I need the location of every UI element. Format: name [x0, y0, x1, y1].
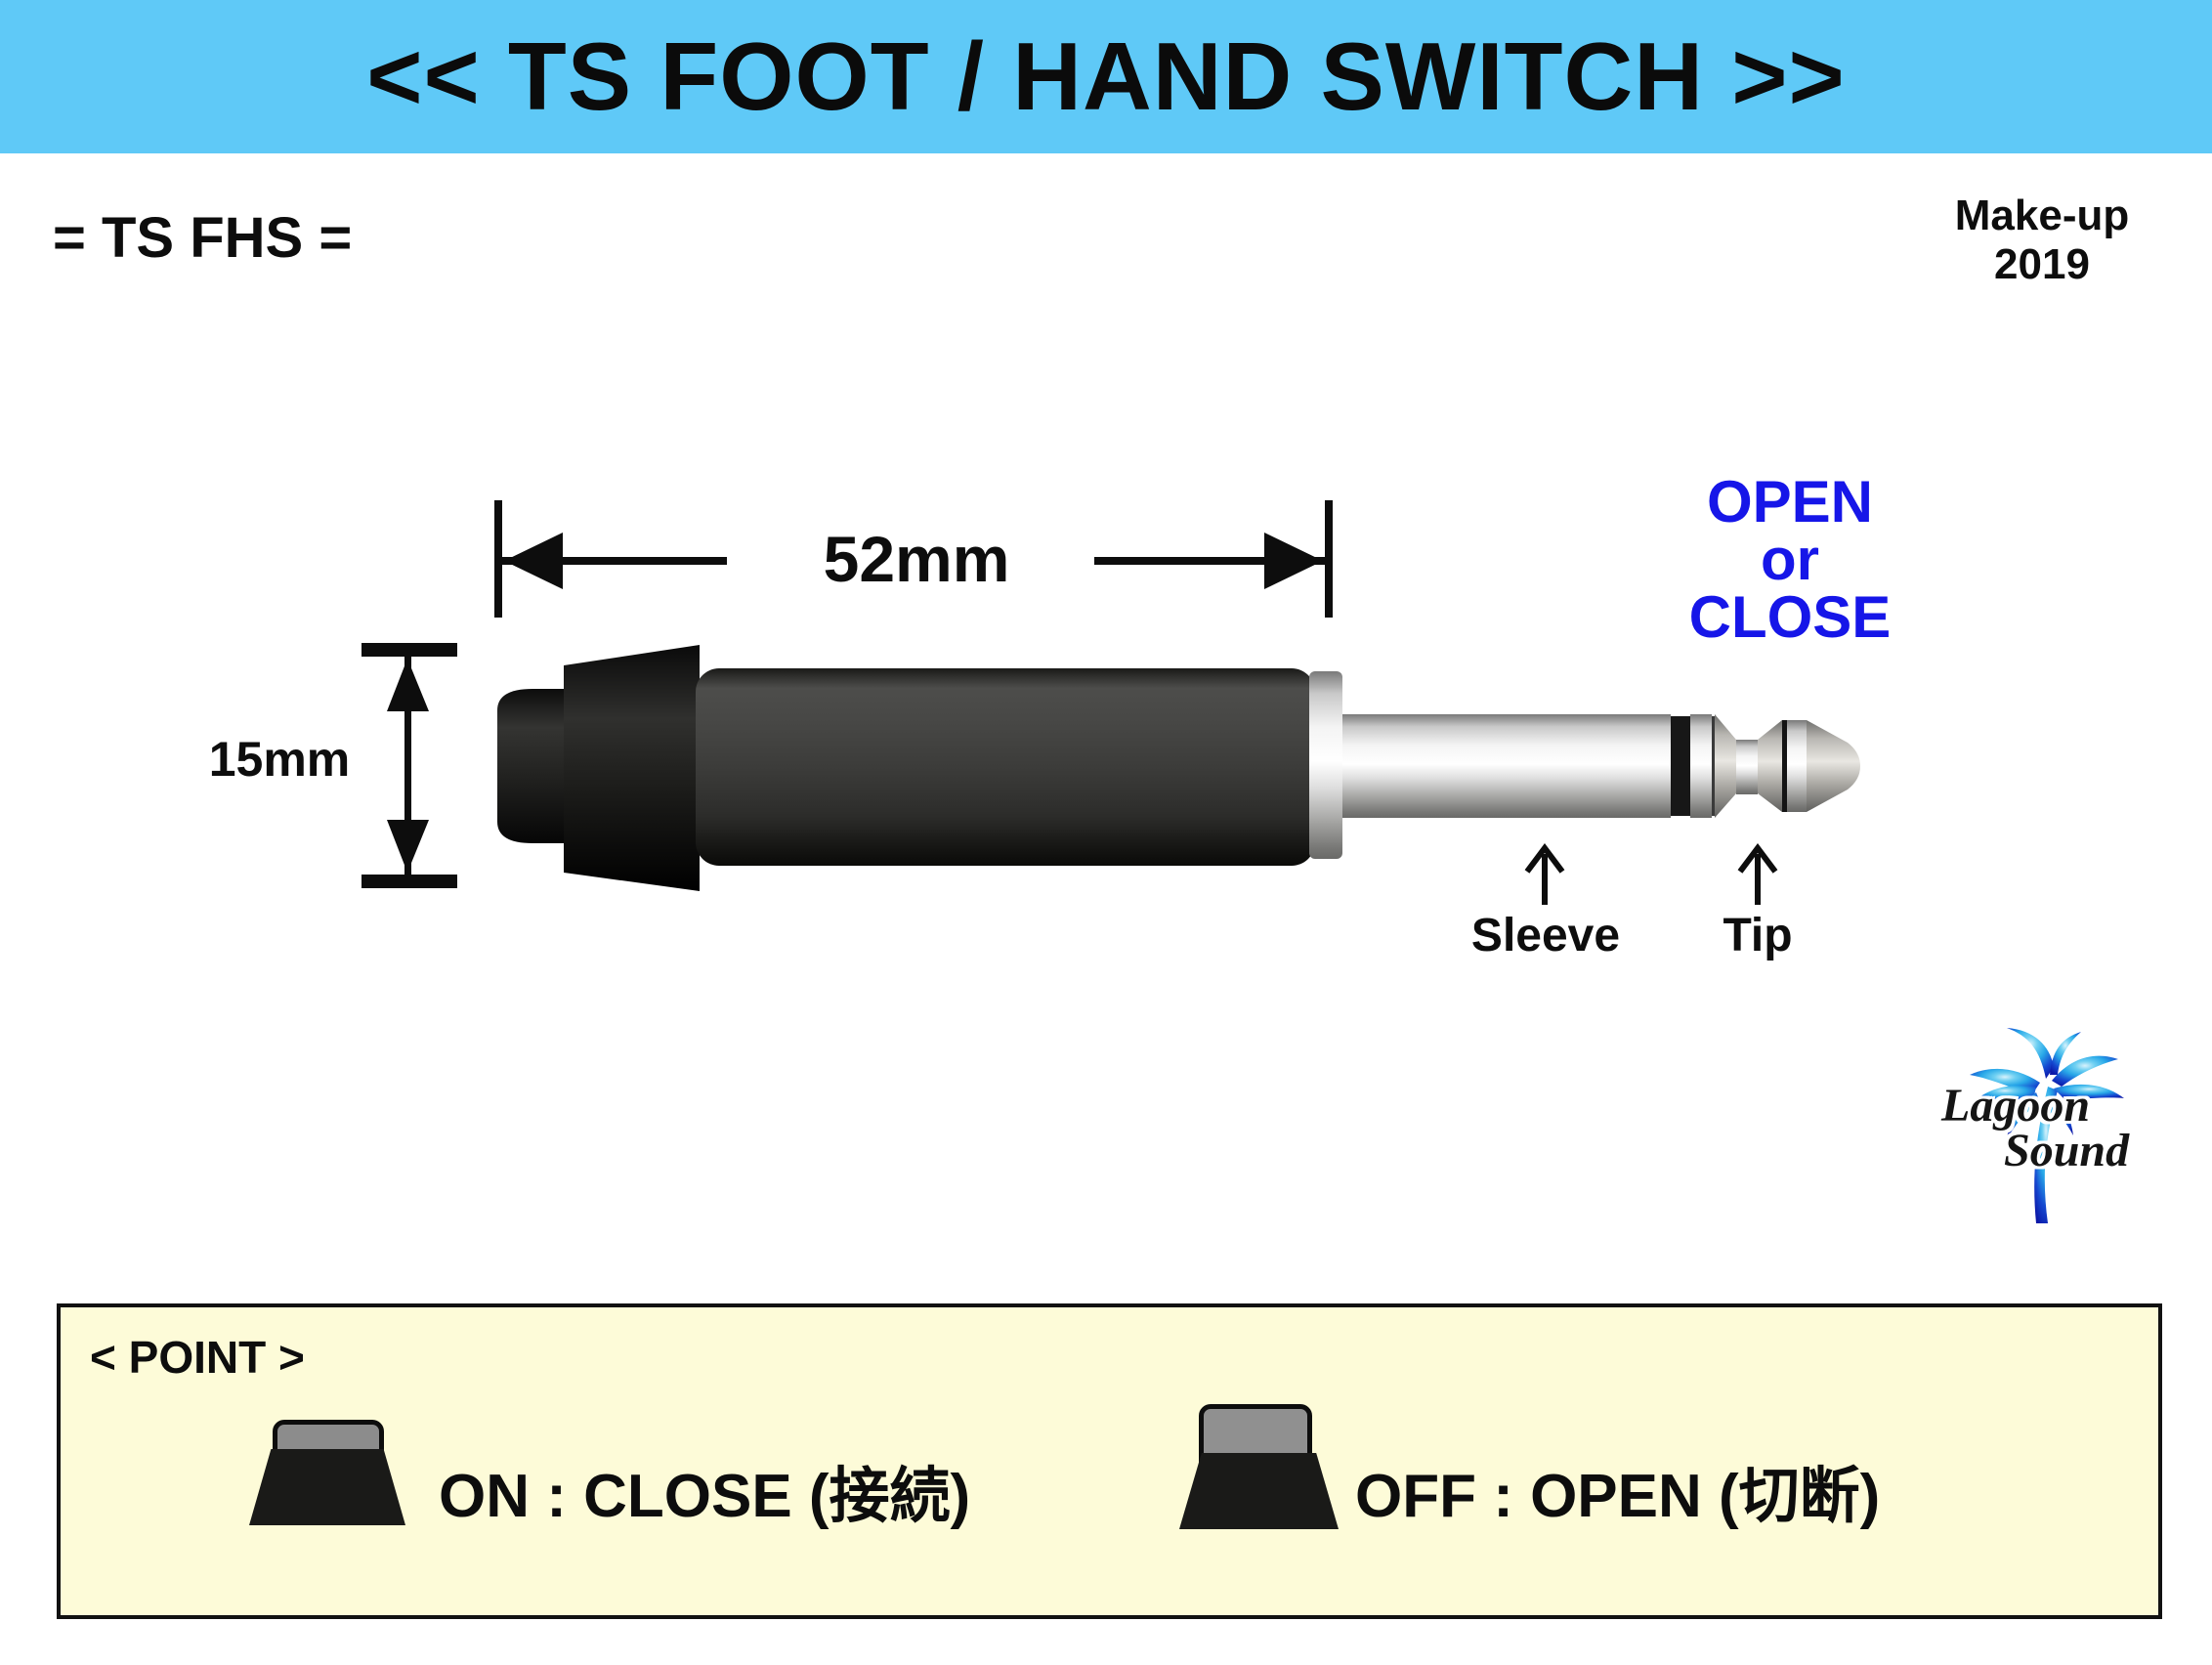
dim-line-vertical — [404, 657, 411, 875]
tip-pointer-arrow-icon — [1737, 843, 1778, 905]
title-banner: << TS FOOT / HAND SWITCH >> — [0, 0, 2212, 153]
sleeve-pointer-arrow-icon — [1524, 843, 1565, 905]
dim-tick-left — [494, 500, 502, 618]
ts-plug-body — [497, 645, 1860, 891]
off-open-label: OFF : OPEN (切断) — [1355, 1463, 1881, 1530]
dim-cap-bottom — [362, 875, 457, 888]
barrel — [696, 668, 1315, 866]
dim-arrowhead-down — [387, 820, 429, 873]
tip-groove — [1782, 720, 1787, 812]
dim-line-left — [502, 557, 727, 565]
length-dimension — [494, 500, 1333, 618]
tip-band — [1787, 720, 1807, 812]
switch-released-icon — [1179, 1404, 1339, 1529]
point-heading: < POINT > — [90, 1332, 305, 1383]
insulator-ring — [1671, 716, 1690, 816]
tip-cone — [1807, 720, 1860, 812]
tip-flare — [1758, 720, 1782, 812]
dim-arrowhead-up — [387, 659, 429, 711]
lagoon-sound-logo: Lagoon Sound — [1930, 1016, 2154, 1231]
dim-tick-right — [1325, 500, 1333, 618]
sleeve-shaft — [1342, 714, 1671, 818]
palm-tree-icon — [1970, 1028, 2124, 1223]
neck — [1736, 740, 1758, 794]
ring-groove — [1712, 716, 1715, 816]
dim-arrowhead-left — [504, 533, 563, 589]
logo-text-lagoon: Lagoon — [1941, 1080, 2091, 1131]
page-title: << TS FOOT / HAND SWITCH >> — [366, 22, 1846, 130]
logo-text-sound: Sound — [2004, 1125, 2130, 1176]
state-line-open: OPEN — [1706, 469, 1874, 534]
makeup-note: Make-up 2019 — [1905, 192, 2179, 289]
dim-cap-top — [362, 643, 457, 657]
sleeve-label: Sleeve — [1470, 910, 1621, 961]
switch-pressed-base — [249, 1449, 405, 1525]
makeup-line2: 2019 — [1994, 240, 2090, 288]
switch-pressed-icon — [249, 1420, 408, 1540]
makeup-line1: Make-up — [1954, 192, 2130, 239]
chrome-collar — [1309, 671, 1342, 859]
state-line-close: CLOSE — [1688, 584, 1892, 650]
state-line-or: or — [1761, 527, 1819, 592]
dim-arrowhead-right — [1264, 533, 1323, 589]
model-code: = TS FHS = — [53, 206, 353, 270]
length-label: 52mm — [823, 523, 1010, 595]
on-close-label: ON : CLOSE (接続) — [439, 1463, 971, 1530]
open-or-close-label: OPEN or CLOSE — [1661, 469, 1919, 650]
chrome-ring — [1690, 714, 1712, 818]
diameter-label: 15mm — [208, 732, 351, 787]
switch-released-base — [1179, 1453, 1339, 1529]
switch-button-cap — [497, 689, 585, 843]
dim-line-right — [1094, 557, 1325, 565]
diameter-dimension — [362, 643, 457, 888]
neck-taper — [1715, 714, 1736, 818]
point-panel: < POINT > ON : CLOSE (接続) OFF : OPEN (切断… — [57, 1303, 2162, 1619]
tip-label: Tip — [1723, 910, 1793, 961]
bushing — [564, 645, 700, 891]
